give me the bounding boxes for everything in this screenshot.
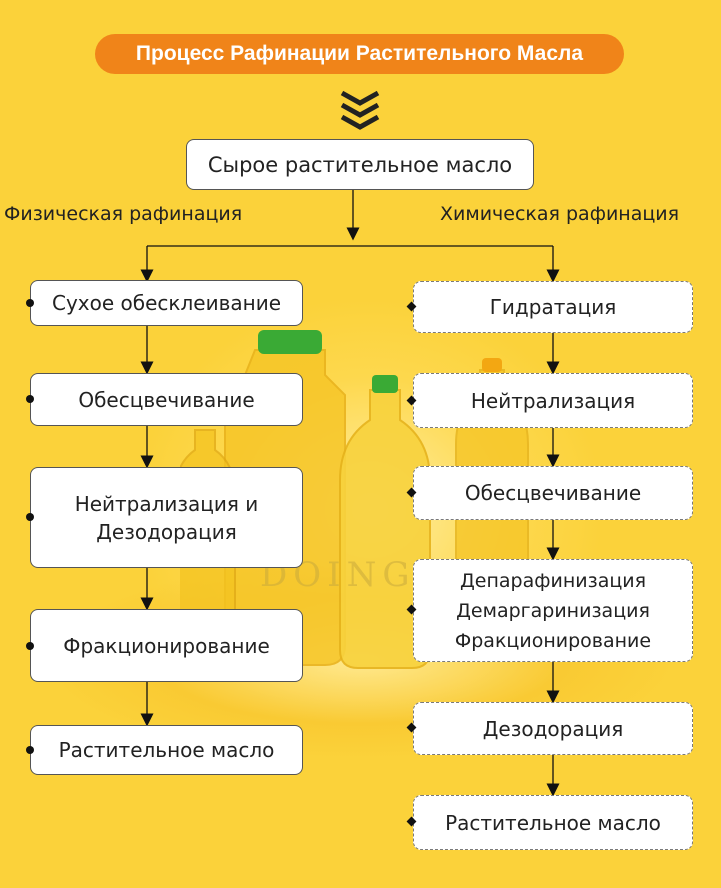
chemical-step-1: Гидратация bbox=[413, 281, 693, 333]
chevron-down-icon bbox=[340, 90, 380, 130]
physical-step-2: Обесцвечивание bbox=[30, 373, 303, 426]
physical-step-1: Сухое обесклеивание bbox=[30, 280, 303, 326]
step-label: Растительное масло bbox=[58, 738, 275, 762]
step-label: Обесцвечивание bbox=[78, 387, 255, 412]
physical-step-4: Фракционирование bbox=[30, 609, 303, 682]
physical-step-5: Растительное масло bbox=[30, 725, 303, 775]
step-label: Депарафинизация Демаргаринизация Фракцио… bbox=[454, 569, 652, 652]
chemical-step-3: Обесцвечивание bbox=[413, 466, 693, 520]
step-label: Фракционирование bbox=[63, 633, 270, 658]
source-box: Сырое растительное масло bbox=[186, 139, 534, 190]
page-title: Процесс Рафинации Растительного Масла bbox=[95, 34, 624, 74]
physical-step-3: Нейтрализация и Дезодорация bbox=[30, 467, 303, 568]
step-label: Гидратация bbox=[489, 295, 617, 319]
physical-refining-label: Физическая рафинация bbox=[4, 203, 243, 225]
chemical-step-5: Дезодорация bbox=[413, 702, 693, 755]
bullet-icon bbox=[26, 299, 34, 307]
chemical-step-2: Нейтрализация bbox=[413, 373, 693, 428]
bullet-icon bbox=[26, 642, 34, 650]
chemical-step-4: Депарафинизация Демаргаринизация Фракцио… bbox=[413, 559, 693, 662]
chemical-step-6: Растительное масло bbox=[413, 795, 693, 850]
chemical-refining-label: Химическая рафинация bbox=[440, 203, 680, 225]
step-label: Обесцвечивание bbox=[464, 481, 642, 505]
step-label: Дезодорация bbox=[482, 716, 624, 741]
bullet-icon bbox=[26, 746, 34, 754]
step-label: Нейтрализация bbox=[470, 388, 636, 413]
step-label: Сухое обесклеивание bbox=[52, 291, 281, 315]
step-label: Нейтрализация и Дезодорация bbox=[74, 491, 259, 544]
step-label: Растительное масло bbox=[445, 810, 661, 835]
bullet-icon bbox=[26, 513, 34, 521]
bullet-icon bbox=[26, 395, 34, 403]
source-label: Сырое растительное масло bbox=[207, 152, 513, 177]
